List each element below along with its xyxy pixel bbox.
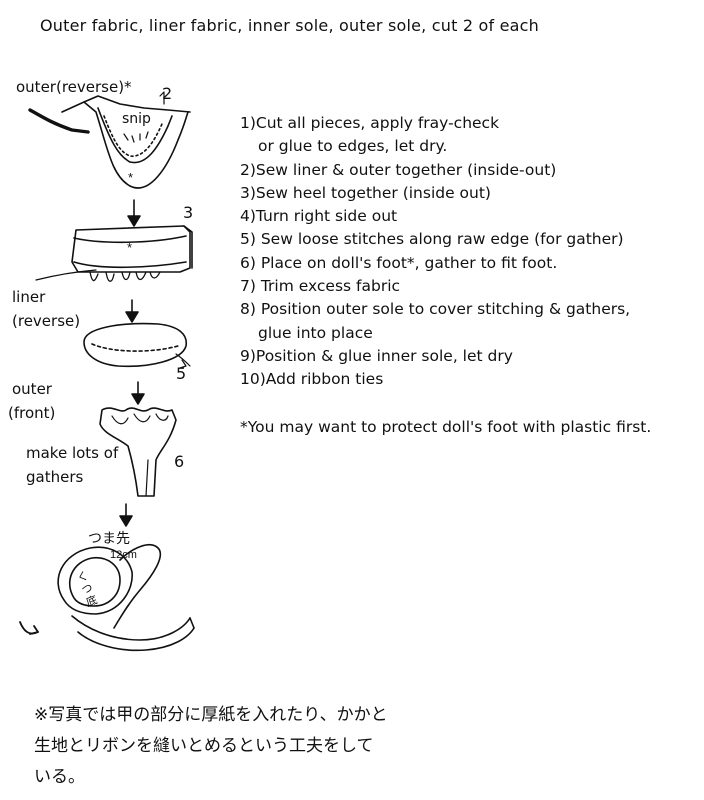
label-toe: つま先 <box>88 531 130 547</box>
label-liner: liner <box>12 288 46 306</box>
step-5: 5) Sew loose stitches along raw edge (fo… <box>240 230 624 249</box>
japanese-note-line-1: ※写真では甲の部分に厚紙を入れたり、かかと <box>34 705 388 725</box>
asterisk-mark: * <box>128 170 133 185</box>
japanese-note: ※写真では甲の部分に厚紙を入れたり、かかと 生地とリボンを縫いとめるという工夫を… <box>34 700 434 793</box>
arrow-down-icon <box>131 381 145 405</box>
japanese-note-line-3: いる。 <box>34 767 85 787</box>
label-snip: snip <box>122 111 151 127</box>
figure-number-3: 3 <box>183 203 194 222</box>
figure-number-2: 2 <box>162 84 173 103</box>
step-4: 4)Turn right side out <box>240 207 398 226</box>
step-2: 2)Sew liner & outer together (inside-out… <box>240 160 557 179</box>
label-outer: outer <box>12 380 52 398</box>
label-make-gathers: make lots of <box>26 444 119 462</box>
figure-number-6: 6 <box>174 452 185 471</box>
label-outer-front: (front) <box>8 404 56 422</box>
figure-outer-sole <box>83 322 191 369</box>
instruction-steps: 1)Cut all pieces, apply fray-check or gl… <box>240 112 630 392</box>
arrow-down-icon <box>119 503 133 527</box>
figure-heel-sewn <box>35 225 193 282</box>
step-1: 1)Cut all pieces, apply fray-check <box>240 114 500 132</box>
step-7: 7) Trim excess fabric <box>240 277 401 296</box>
step-8: 8) Position outer sole to cover stitchin… <box>240 300 631 319</box>
step-10: 10)Add ribbon ties <box>240 370 384 389</box>
step-8-continued: glue into place <box>258 323 373 342</box>
arrow-down-icon <box>127 199 141 227</box>
step-6: 6) Place on doll's foot*, gather to fit … <box>240 253 558 272</box>
label-outer-reverse: outer(reverse)* <box>16 78 132 96</box>
figure-finished-shoe <box>19 544 195 652</box>
step-1-continued: or glue to edges, let dry. <box>258 137 448 156</box>
footnote: *You may want to protect doll's foot wit… <box>240 418 652 436</box>
label-liner-reverse: (reverse) <box>12 312 81 330</box>
label-size: 12cm <box>110 549 137 561</box>
figure-number-5: 5 <box>176 364 187 383</box>
step-3: 3)Sew heel together (inside out) <box>240 183 491 202</box>
asterisk-mark: * <box>127 240 132 255</box>
figure-outer-liner-pieces <box>28 91 191 189</box>
label-gathers: gathers <box>26 468 84 486</box>
step-9: 9)Position & glue inner sole, let dry <box>240 346 513 365</box>
arrow-down-icon <box>125 299 139 323</box>
page-title: Outer fabric, liner fabric, inner sole, … <box>40 16 539 35</box>
figure-doll-foot <box>99 407 177 497</box>
japanese-note-line-2: 生地とリボンを縫いとめるという工夫をして <box>34 736 374 756</box>
